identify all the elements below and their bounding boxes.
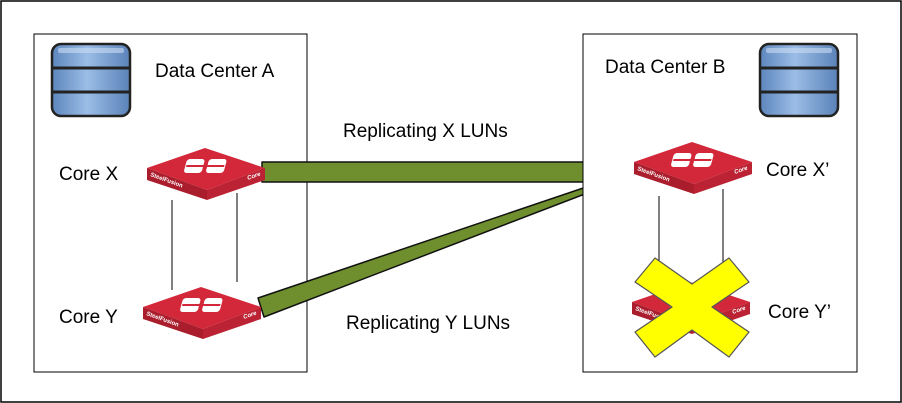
replicating-y-label: Replicating Y LUNs bbox=[346, 313, 510, 334]
x-mark-icon bbox=[634, 257, 750, 358]
appliance-type-label: Core bbox=[247, 171, 263, 182]
data-center-b-title: Data Center B bbox=[605, 57, 725, 78]
database-icon bbox=[758, 42, 840, 118]
core-x-label: Core X bbox=[59, 164, 118, 185]
appliance-type-label: Core bbox=[243, 310, 259, 321]
core-y-label: Core Y bbox=[59, 307, 118, 328]
core-y-prime-label: Core Y’ bbox=[768, 302, 831, 323]
replicating-x-label: Replicating X LUNs bbox=[343, 121, 508, 142]
appliance-type-label: Core bbox=[732, 305, 748, 316]
appliance-type-label: Core bbox=[734, 165, 750, 176]
data-center-a-title: Data Center A bbox=[155, 61, 275, 82]
database-icon bbox=[50, 42, 132, 118]
core-x-prime-label: Core X’ bbox=[766, 160, 829, 181]
